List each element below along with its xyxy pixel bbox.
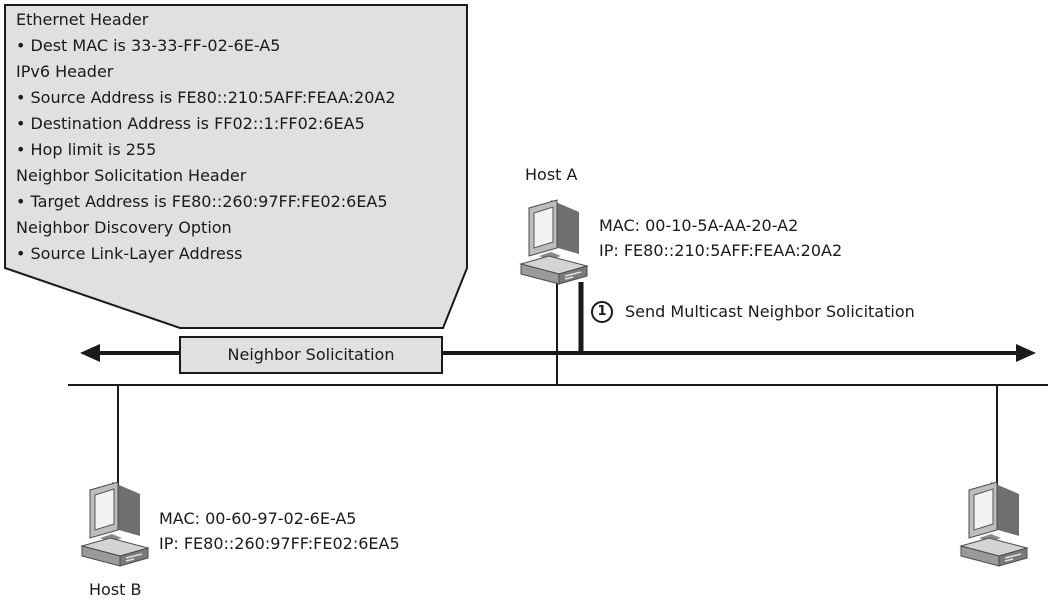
callout-line-ns-header: Neighbor Solicitation Header (16, 166, 247, 185)
host-a-mac: MAC: 00-10-5A-AA-20-A2 (599, 216, 799, 235)
packet-box (179, 336, 443, 374)
host-b-ip: IP: FE80::260:97FF:FE02:6EA5 (159, 534, 400, 553)
callout-line-destination-address: • Destination Address is FF02::1:FF02:6E… (16, 114, 365, 133)
callout-line-ipv6-header: IPv6 Header (16, 62, 114, 81)
callout-line-source-link-layer: • Source Link-Layer Address (16, 244, 243, 263)
multicast-flow-arrow (80, 282, 1036, 362)
host-b-name: Host B (89, 580, 142, 599)
step-text: Send Multicast Neighbor Solicitation (625, 302, 915, 321)
step-circle (591, 301, 613, 323)
callout-line-dest-mac: • Dest MAC is 33-33-FF-02-6E-A5 (16, 36, 281, 55)
host-a-ip: IP: FE80::210:5AFF:FEAA:20A2 (599, 241, 843, 260)
callout-line-nd-option: Neighbor Discovery Option (16, 218, 232, 237)
callout-line-hop-limit: • Hop limit is 255 (16, 140, 157, 159)
host-b-mac: MAC: 00-60-97-02-6E-A5 (159, 509, 357, 528)
callout-line-ethernet-header: Ethernet Header (16, 10, 149, 29)
callout-shape (4, 4, 468, 329)
callout-text: Ethernet Header • Dest MAC is 33-33-FF-0… (0, 10, 467, 270)
packet-label: Neighbor Solicitation (227, 345, 395, 364)
step-number: 1 (597, 304, 607, 319)
host-b-computer-icon[interactable] (81, 481, 149, 567)
host-c-computer-icon[interactable] (960, 481, 1028, 567)
host-a-name: Host A (525, 165, 578, 184)
host-a-computer-icon[interactable] (520, 199, 588, 285)
callout-line-source-address: • Source Address is FE80::210:5AFF:FEAA:… (16, 88, 396, 107)
callout-line-target-address: • Target Address is FE80::260:97FF:FE02:… (16, 192, 388, 211)
